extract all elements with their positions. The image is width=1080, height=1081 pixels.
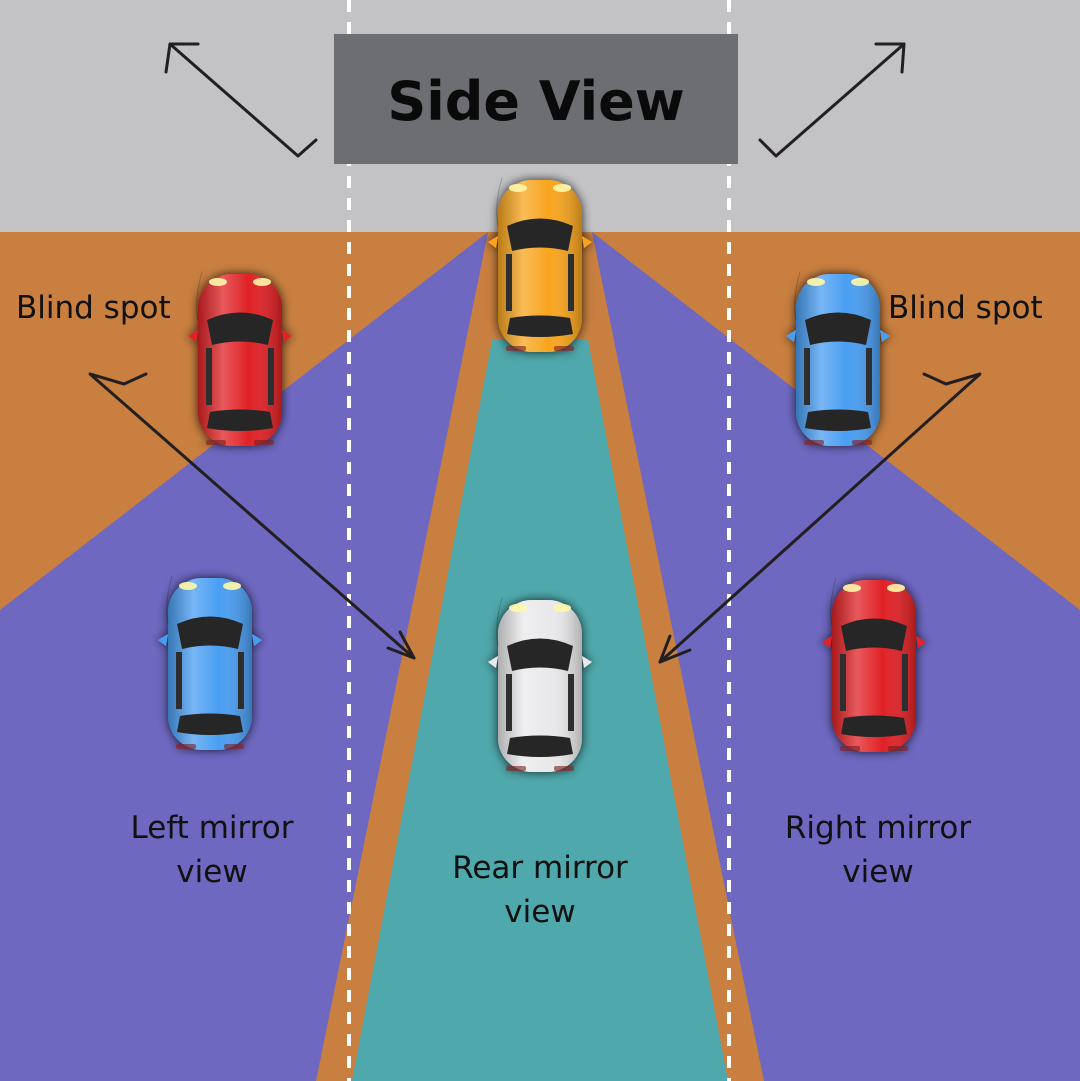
title-box (334, 34, 738, 164)
arrow-upper-right-head (874, 42, 906, 74)
page-title: Side View (387, 70, 684, 133)
right-mirror-label-line1: Right mirror (785, 810, 972, 846)
left-mirror-label-line2: view (176, 854, 247, 890)
car-rear-mirror (487, 597, 593, 773)
blind-spot-left-label: Blind spot (16, 290, 171, 326)
car-blindspot-left (187, 271, 293, 447)
arrow-upper-right (758, 42, 906, 158)
arrow-left-blind-spot-head (386, 630, 416, 660)
arrow-upper-left (168, 42, 318, 158)
right-mirror-label-line2: view (842, 854, 913, 890)
car-blindspot-right (785, 271, 891, 447)
car-right-mirror (821, 577, 927, 753)
car-ego (487, 177, 593, 353)
left-mirror-label-line1: Left mirror (131, 810, 294, 846)
blind-spot-right-label: Blind spot (888, 290, 1043, 326)
view-direction-arrows (88, 42, 982, 664)
arrow-right-blind-spot (658, 372, 982, 664)
arrow-right-blind-spot-head (658, 634, 692, 664)
rear-mirror-label-line1: Rear mirror (452, 850, 628, 886)
arrow-left-blind-spot (88, 372, 416, 660)
rear-mirror-label-line2: view (504, 894, 575, 930)
car-left-mirror (157, 575, 263, 751)
arrow-upper-left-head (164, 42, 200, 74)
